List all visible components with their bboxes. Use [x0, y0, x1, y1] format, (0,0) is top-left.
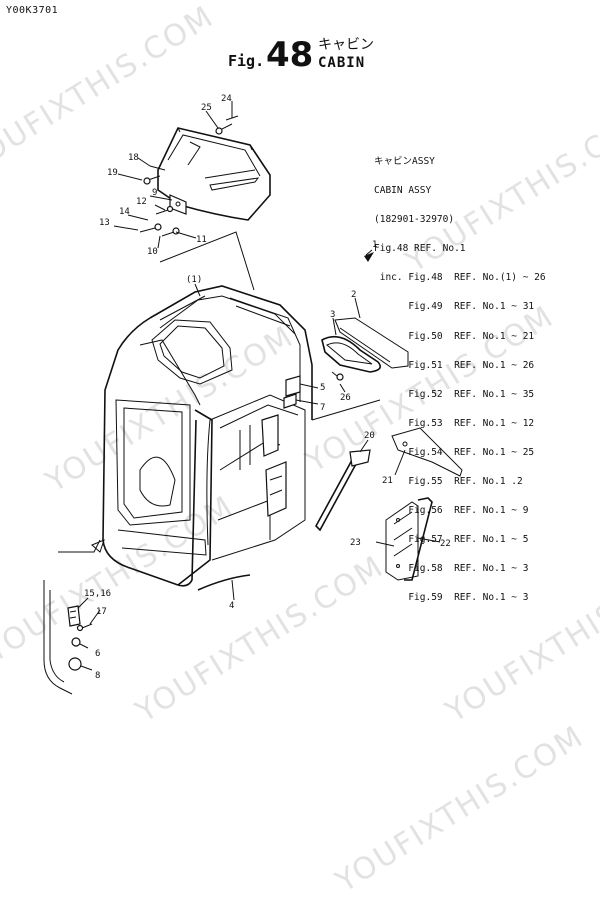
latch-detail — [43, 580, 101, 695]
figure-number: 48 — [266, 35, 314, 75]
arrow-icon — [364, 252, 374, 262]
reference-line: Fig.49 REF. No.1 ~ 31 — [374, 301, 535, 313]
reference-line: (182901-32970) — [374, 214, 455, 226]
callout-11: 11 — [196, 235, 207, 245]
lower-seal — [197, 574, 251, 591]
cabin-exploded-diagram: 24 25 18 19 9 12 14 13 11 10 — [43, 94, 463, 695]
callout-13: 13 — [99, 218, 110, 228]
reference-line: Fig.48 REF. No.1 — [374, 243, 466, 255]
callout-19: 19 — [107, 168, 118, 178]
title-english: CABIN — [318, 55, 366, 71]
bracket-plate — [391, 427, 463, 477]
reference-line: Fig.53 REF. No.1 ~ 12 — [374, 417, 535, 429]
weatherstrip-parts — [321, 297, 409, 373]
document-code: Y00K3701 — [6, 5, 59, 16]
callout-21: 21 — [382, 476, 393, 486]
reference-line: Fig.55 REF. No.1 .2 — [374, 476, 523, 488]
callout-22: 22 — [440, 539, 451, 549]
reference-line: キャビンASSY — [374, 156, 435, 167]
reference-line: Fig.52 REF. No.1 ~ 35 — [374, 388, 535, 400]
callout-25: 25 — [201, 103, 212, 113]
callout-17: 17 — [96, 607, 107, 617]
callout-10: 10 — [147, 247, 158, 257]
callout-18: 18 — [128, 153, 139, 163]
cabin-frame — [102, 285, 313, 587]
reference-line: inc. Fig.48 REF. No.(1) ~ 26 — [374, 272, 546, 284]
callout-3: 3 — [330, 310, 335, 320]
reference-line: CABIN ASSY — [374, 185, 432, 197]
callout-2: 2 — [351, 290, 356, 300]
figure-prefix: Fig. — [228, 52, 265, 70]
reference-line: Fig.54 REF. No.1 ~ 25 — [374, 446, 535, 458]
callout-6: 6 — [95, 649, 100, 659]
callout-14: 14 — [119, 207, 130, 217]
reference-line: Fig.56 REF. No.1 ~ 9 — [374, 505, 529, 517]
callout-23: 23 — [350, 538, 361, 548]
reference-line: Fig.50 REF. No.1 ~ 21 — [374, 330, 535, 342]
callout-1: 1 — [372, 240, 377, 250]
callout-9: 9 — [152, 188, 157, 198]
callout-15-16: 15,16 — [84, 589, 111, 599]
support-rod — [315, 439, 371, 532]
callout-4: 4 — [229, 601, 234, 611]
reference-line: Fig.58 REF. No.1 ~ 3 — [374, 563, 529, 575]
reference-line: Fig.59 REF. No.1 ~ 3 — [374, 592, 529, 604]
fastener-26 — [336, 373, 344, 381]
callout-26: 26 — [340, 393, 351, 403]
detail-bracket — [58, 539, 101, 553]
callout-12: 12 — [136, 197, 147, 207]
reference-block: キャビンASSY CABIN ASSY (182901-32970) Fig.4… — [374, 138, 546, 613]
side-trim-strip — [375, 497, 441, 581]
callout-20: 20 — [364, 431, 375, 441]
callout-24: 24 — [221, 94, 232, 104]
callout-7: 7 — [320, 403, 325, 413]
callout-5: 5 — [320, 383, 325, 393]
roof-panel-detail — [113, 101, 271, 291]
callout-8: 8 — [95, 671, 100, 681]
title-japanese: キャビン — [318, 37, 374, 53]
reference-line: Fig.51 REF. No.1 ~ 26 — [374, 359, 535, 371]
callout-1-bracket: (1) — [186, 275, 202, 285]
